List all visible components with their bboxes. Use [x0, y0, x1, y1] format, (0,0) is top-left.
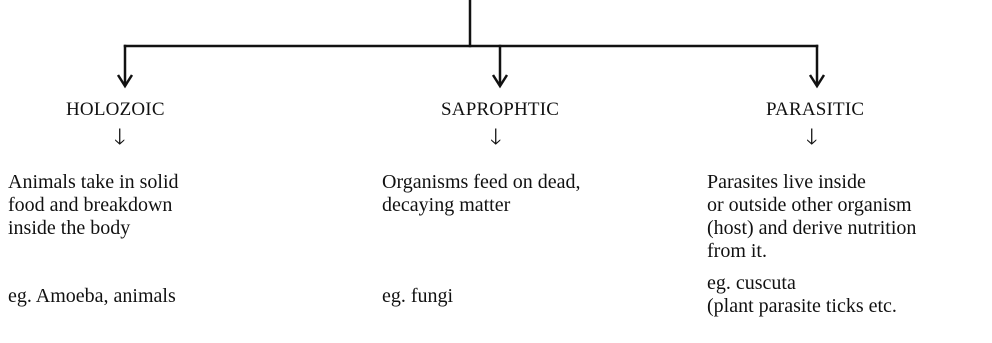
example-line: eg. cuscuta	[707, 272, 796, 294]
description-line: decaying matter	[382, 194, 511, 216]
heading-parasitic: PARASITIC	[766, 99, 865, 120]
down-arrow-icon: 🡓	[490, 124, 502, 149]
description-line: or outside other organism	[707, 194, 912, 216]
example-line: eg. fungi	[382, 285, 454, 307]
description-line: (host) and derive nutrition	[707, 217, 917, 239]
description-line: inside the body	[8, 217, 131, 239]
description-line: Animals take in solid	[8, 171, 179, 193]
example-saprophtic: eg. fungi	[382, 285, 453, 308]
description-holozoic: Animals take in solid food and breakdown…	[8, 171, 179, 240]
example-holozoic: eg. Amoeba, animals	[8, 285, 176, 308]
description-line: food and breakdown	[8, 194, 173, 216]
example-line: eg. Amoeba, animals	[8, 285, 176, 307]
description-line: Organisms feed on dead,	[382, 171, 581, 193]
arrowhead-saprophtic	[491, 74, 509, 89]
arrowhead-holozoic	[116, 74, 134, 89]
arrowhead-parasitic	[808, 74, 826, 89]
example-line: (plant parasite ticks etc.	[707, 295, 897, 317]
down-arrow-icon: 🡓	[806, 124, 818, 149]
heading-holozoic: HOLOZOIC	[66, 99, 165, 120]
description-parasitic: Parasites live inside or outside other o…	[707, 171, 916, 263]
down-arrow-icon: 🡓	[114, 124, 126, 149]
example-parasitic: eg. cuscuta (plant parasite ticks etc.	[707, 272, 897, 318]
description-line: Parasites live inside	[707, 171, 866, 193]
heading-saprophtic: SAPROPHTIC	[441, 99, 560, 120]
description-saprophtic: Organisms feed on dead, decaying matter	[382, 171, 580, 217]
description-line: from it.	[707, 240, 767, 262]
